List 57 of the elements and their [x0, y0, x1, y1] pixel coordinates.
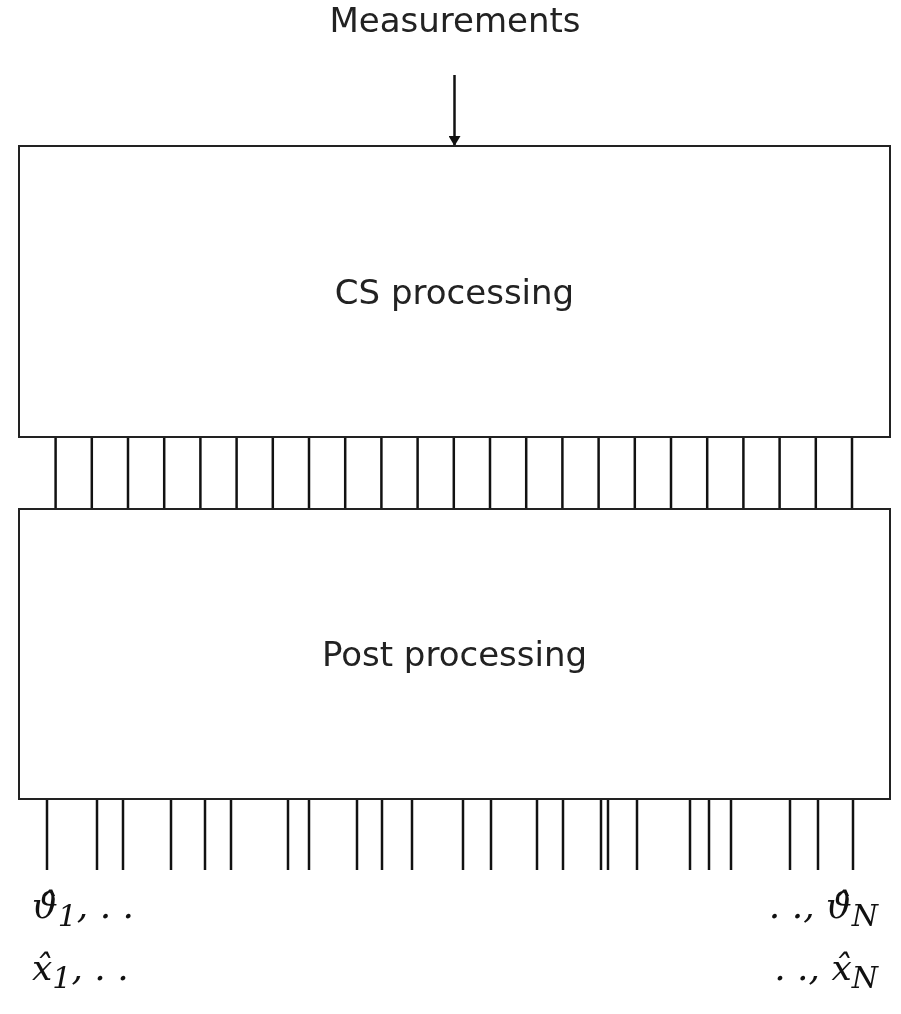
connector-line [851, 800, 855, 870]
connector-line [597, 438, 600, 508]
connector-line [271, 438, 275, 508]
connector-line [633, 438, 637, 508]
connector-line [343, 438, 347, 508]
process-box [18, 145, 891, 438]
output-symbol-label: . ., ϑ̂$_{N}$ [768, 885, 878, 934]
connector-line [705, 438, 709, 508]
connector-line [126, 438, 130, 508]
connector-line [54, 438, 57, 508]
connector-line [355, 800, 359, 870]
box-title: CS processing [334, 271, 575, 312]
connector-line [488, 438, 492, 508]
output-symbol-label: x̂$_{1}$, . . [32, 947, 129, 996]
connector-line [121, 800, 125, 870]
connector-line [489, 800, 493, 870]
connector-line [416, 438, 419, 508]
connector-line [606, 800, 610, 870]
connector-line [307, 800, 311, 870]
connector-line [816, 800, 820, 870]
box-title: Post processing [321, 634, 588, 674]
connector-line [729, 800, 733, 870]
connector-line [742, 438, 745, 508]
connector-line [169, 800, 173, 870]
connector-line [90, 438, 94, 508]
connector-line [535, 800, 539, 870]
connector-line [561, 438, 564, 508]
arrow [448, 75, 461, 146]
connector-line [599, 800, 603, 870]
connector-line [688, 800, 692, 870]
connector-line [203, 800, 207, 870]
connector-line [410, 800, 414, 870]
connector-line [635, 800, 639, 870]
connector-line [380, 800, 384, 870]
connector-line [561, 800, 565, 870]
connector-line [45, 800, 49, 870]
connector-line [162, 438, 166, 508]
connector-line [95, 800, 99, 870]
connector-line [199, 438, 202, 508]
connector-line [461, 800, 465, 870]
output-symbol-label: ϑ̂$_{1}$, . . [32, 885, 135, 934]
input-label: Measurements [305, 0, 605, 40]
connector-line [524, 438, 528, 508]
connector-line [307, 438, 311, 508]
connector-line [814, 438, 818, 508]
connector-line [778, 438, 781, 508]
process-box [18, 508, 891, 800]
output-symbol-label: . ., x̂$_{N}$ [774, 947, 878, 996]
connector-line [707, 800, 711, 870]
connector-line [380, 438, 383, 508]
connector-line [669, 438, 673, 508]
connector-line [452, 438, 456, 508]
connector-line [788, 800, 792, 870]
connector-line [850, 438, 854, 508]
connector-line [286, 800, 290, 870]
connector-line [235, 438, 238, 508]
connector-line [229, 800, 233, 870]
